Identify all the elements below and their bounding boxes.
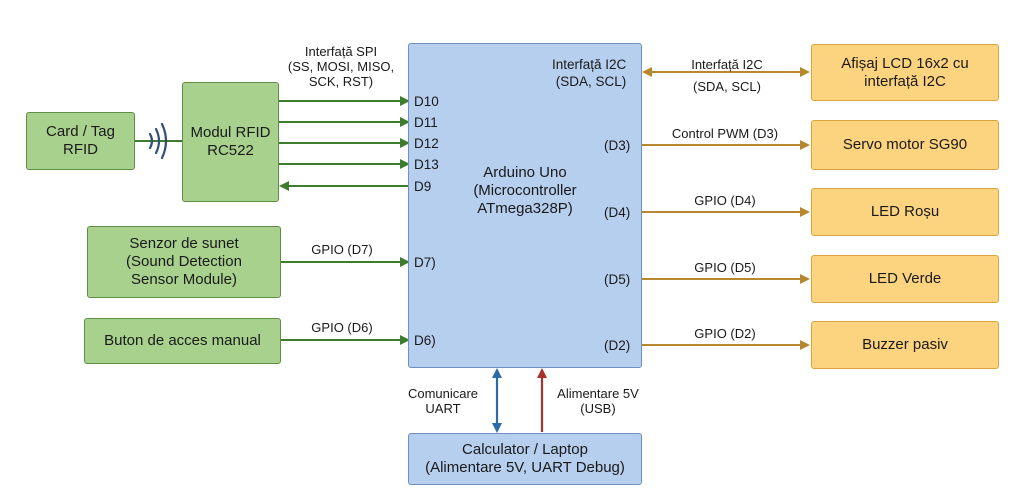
pin-d13: D13 bbox=[414, 157, 439, 172]
pwm-d3-label: Control PWM (D3) bbox=[671, 126, 779, 141]
led-green-box: LED Verde bbox=[811, 255, 999, 303]
manual-button-box: Buton de acces manual bbox=[84, 318, 281, 364]
servo-label: Servo motor SG90 bbox=[842, 136, 968, 153]
gpio-d2-label: GPIO (D2) bbox=[694, 326, 756, 341]
lcd-label: Afișaj LCD 16x2 cu interfață I2C bbox=[841, 54, 969, 90]
gpio-d4-label: GPIO (D4) bbox=[694, 193, 756, 208]
servo-box: Servo motor SG90 bbox=[811, 120, 999, 170]
gpio-d6-label: GPIO (D6) bbox=[311, 320, 373, 335]
pin-d9: D9 bbox=[414, 179, 432, 194]
uart-label: Comunicare UART bbox=[407, 386, 479, 416]
pin-d10: D10 bbox=[414, 94, 439, 109]
pin-d12: D12 bbox=[414, 136, 439, 151]
pin-d4: (D4) bbox=[604, 205, 631, 220]
lcd-box: Afișaj LCD 16x2 cu interfață I2C bbox=[811, 44, 999, 101]
sound-sensor-box: Senzor de sunet (Sound Detection Sensor … bbox=[87, 226, 281, 298]
buzzer-label: Buzzer pasiv bbox=[862, 336, 948, 353]
spi-interface-label: Interfață SPI (SS, MOSI, MISO, SCK, RST) bbox=[287, 44, 395, 89]
led-red-box: LED Roșu bbox=[811, 188, 999, 236]
card-tag-rfid-box: Card / Tag RFID bbox=[26, 112, 135, 170]
wireless-signal-icon bbox=[148, 122, 168, 160]
manual-button-label: Buton de acces manual bbox=[104, 332, 261, 349]
pin-d6: D6) bbox=[414, 333, 436, 348]
rfid-module-box: Modul RFID RC522 bbox=[182, 82, 279, 202]
arduino-box: Arduino Uno (Microcontroller ATmega328P) bbox=[408, 43, 642, 368]
gpio-d7-label: GPIO (D7) bbox=[311, 242, 373, 257]
pc-box: Calculator / Laptop (Alimentare 5V, UART… bbox=[408, 433, 642, 485]
sound-sensor-label: Senzor de sunet (Sound Detection Sensor … bbox=[126, 235, 242, 288]
rfid-module-label: Modul RFID RC522 bbox=[190, 124, 271, 159]
card-tag-rfid-label: Card / Tag RFID bbox=[46, 123, 115, 158]
power-label: Alimentare 5V (USB) bbox=[557, 386, 639, 416]
arduino-label: Arduino Uno (Microcontroller ATmega328P) bbox=[473, 163, 577, 217]
pin-d11: D11 bbox=[414, 115, 438, 130]
led-green-label: LED Verde bbox=[868, 270, 942, 287]
pin-d2: (D2) bbox=[604, 338, 631, 353]
pin-d5: (D5) bbox=[604, 272, 631, 287]
i2c-link-label: Interfață I2C (SDA, SCL) bbox=[691, 57, 763, 94]
pin-i2c: Interfață I2C (SDA, SCL) bbox=[552, 57, 627, 89]
pc-label: Calculator / Laptop (Alimentare 5V, UART… bbox=[425, 441, 625, 476]
pin-d3: (D3) bbox=[604, 138, 631, 153]
led-red-label: LED Roșu bbox=[870, 203, 940, 220]
gpio-d5-label: GPIO (D5) bbox=[694, 260, 756, 275]
pin-d7: D7) bbox=[414, 255, 436, 270]
buzzer-box: Buzzer pasiv bbox=[811, 321, 999, 369]
